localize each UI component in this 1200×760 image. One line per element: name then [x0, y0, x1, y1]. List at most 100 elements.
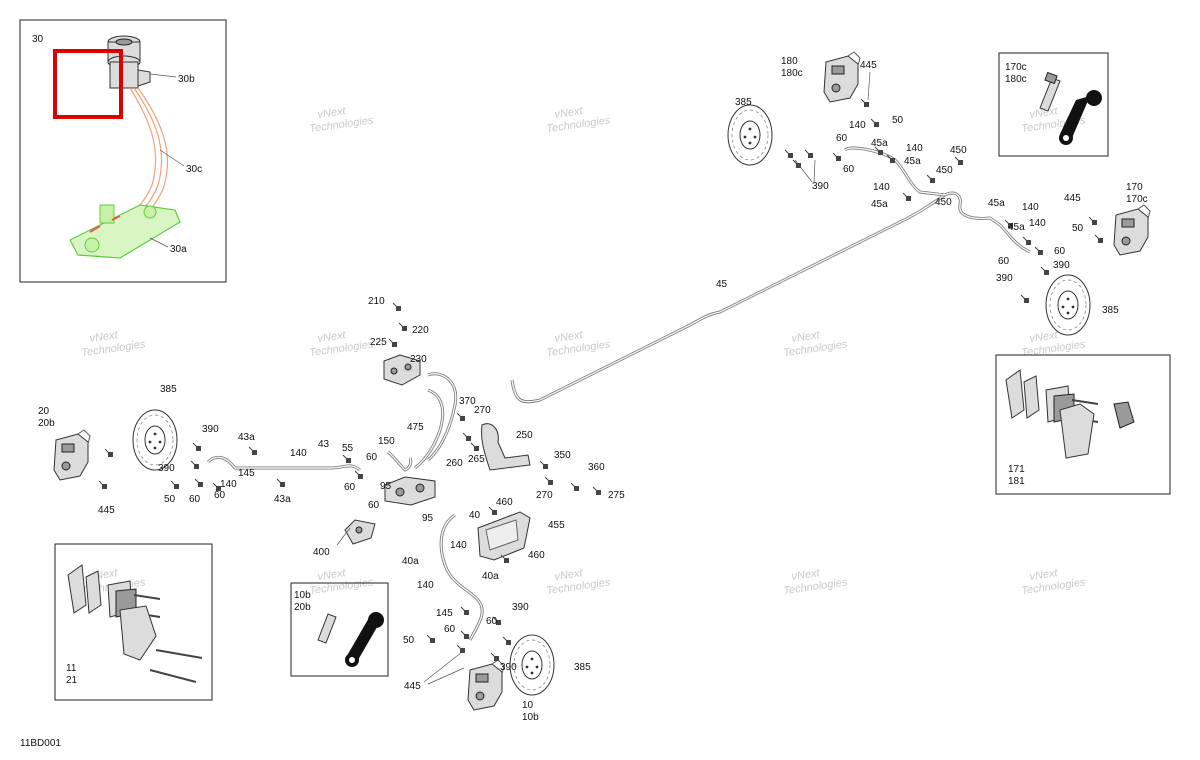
callout-230: 230	[410, 354, 427, 365]
brake-line-40[interactable]	[439, 513, 484, 641]
callout-60: 60	[998, 256, 1010, 267]
callout-30c: 30c	[186, 164, 202, 175]
brake-line-475[interactable]	[414, 372, 458, 470]
callout-45a: 45a	[904, 156, 921, 167]
callout-60: 60	[1054, 246, 1066, 257]
inset-frame	[998, 52, 1109, 157]
junction-block[interactable]	[384, 476, 436, 506]
callout-385: 385	[1102, 305, 1119, 316]
callout-350: 350	[554, 450, 571, 461]
callout-265: 265	[468, 454, 485, 465]
callout-445: 445	[404, 681, 421, 692]
brake-pedal-250[interactable]	[481, 423, 531, 471]
pad-pins-part[interactable]	[119, 605, 203, 683]
callout-10: 10	[522, 700, 534, 711]
callout-180c: 180c	[1005, 74, 1027, 85]
callout-30a: 30a	[170, 244, 187, 255]
watermark: vNext	[791, 567, 821, 583]
callout-181: 181	[1008, 476, 1025, 487]
callout-360: 360	[588, 462, 605, 473]
callout-40a: 40a	[402, 556, 419, 567]
reservoir-455[interactable]	[477, 511, 531, 561]
brake-line-150[interactable]	[387, 450, 413, 472]
callout-210: 210	[368, 296, 385, 307]
callout-60: 60	[486, 616, 498, 627]
callout-50: 50	[403, 635, 415, 646]
callout-140: 140	[873, 182, 890, 193]
callout-455: 455	[548, 520, 565, 531]
highlight-box	[53, 49, 123, 119]
inset-bleeder-rear-right[interactable]: 170c 180c	[998, 52, 1109, 157]
callout-95: 95	[422, 513, 434, 524]
bleeder-cap-part[interactable]	[345, 612, 384, 667]
front-left-rotor[interactable]	[132, 409, 178, 471]
rear-right-rotor[interactable]	[1045, 274, 1091, 336]
callout-60: 60	[344, 482, 356, 493]
callout-45a: 45a	[871, 199, 888, 210]
front-right-caliper[interactable]	[467, 659, 505, 711]
watermark: vNext	[317, 105, 347, 121]
callout-180c: 180c	[781, 68, 803, 79]
callout-390: 390	[202, 424, 219, 435]
callout-140: 140	[220, 479, 237, 490]
callout-450: 450	[950, 145, 967, 156]
callout-45a: 45a	[988, 198, 1005, 209]
callout-10b: 10b	[294, 590, 311, 601]
brake-line-45[interactable]	[510, 191, 1031, 404]
callout-385: 385	[574, 662, 591, 673]
bleeder-cap-part[interactable]	[1059, 90, 1102, 145]
callout-390: 390	[512, 602, 529, 613]
callout-60: 60	[843, 164, 855, 175]
brake-line-43[interactable]	[206, 455, 361, 472]
brake-line-rear-left[interactable]	[843, 146, 946, 197]
bleeder-screw-part[interactable]	[317, 613, 337, 644]
callout-140: 140	[417, 580, 434, 591]
callout-140: 140	[1022, 202, 1039, 213]
proportioning-valve[interactable]	[383, 354, 421, 386]
callout-180: 180	[781, 56, 798, 67]
callout-55: 55	[342, 443, 354, 454]
inset-number: 30	[32, 34, 44, 45]
callout-145: 145	[436, 608, 453, 619]
watermark: vNext	[1029, 105, 1059, 121]
callout-50: 50	[1072, 223, 1084, 234]
inset-front-pads[interactable]: 11 21	[54, 543, 213, 701]
callout-270: 270	[536, 490, 553, 501]
callout-50: 50	[164, 494, 176, 505]
callout-170: 170	[1126, 182, 1143, 193]
callout-370: 370	[459, 396, 476, 407]
callout-390: 390	[158, 463, 175, 474]
callout-220: 220	[412, 325, 429, 336]
rear-left-caliper[interactable]	[823, 51, 861, 103]
callout-43a: 43a	[274, 494, 291, 505]
slave-cylinder-part[interactable]	[69, 204, 181, 259]
callout-140: 140	[290, 448, 307, 459]
callout-445: 445	[98, 505, 115, 516]
callout-400: 400	[313, 547, 330, 558]
callout-20: 20	[38, 406, 50, 417]
callout-140: 140	[450, 540, 467, 551]
rear-right-caliper[interactable]	[1113, 204, 1151, 256]
watermark: vNext	[554, 567, 584, 583]
callout-60: 60	[368, 500, 380, 511]
callout-60: 60	[189, 494, 201, 505]
inset-bleeder-front[interactable]: 10b 20b	[290, 582, 389, 677]
bracket-400[interactable]	[344, 519, 376, 545]
rear-left-rotor[interactable]	[727, 104, 773, 166]
inset-rear-pads[interactable]: 171 181	[995, 354, 1171, 495]
callout-450: 450	[936, 165, 953, 176]
callout-260: 260	[446, 458, 463, 469]
callout-171: 171	[1008, 464, 1025, 475]
bleeder-screw-part[interactable]	[1039, 71, 1061, 112]
callout-475: 475	[407, 422, 424, 433]
inset-master-cylinder[interactable]: 30 30b 30c 30	[19, 19, 227, 283]
pad-pins-part[interactable]	[1059, 401, 1135, 459]
front-left-caliper[interactable]	[53, 429, 91, 481]
callout-270: 270	[474, 405, 491, 416]
callout-390: 390	[812, 181, 829, 192]
callout-43a: 43a	[238, 432, 255, 443]
master-cylinder-part[interactable]	[107, 35, 151, 89]
callout-170c: 170c	[1005, 62, 1027, 73]
